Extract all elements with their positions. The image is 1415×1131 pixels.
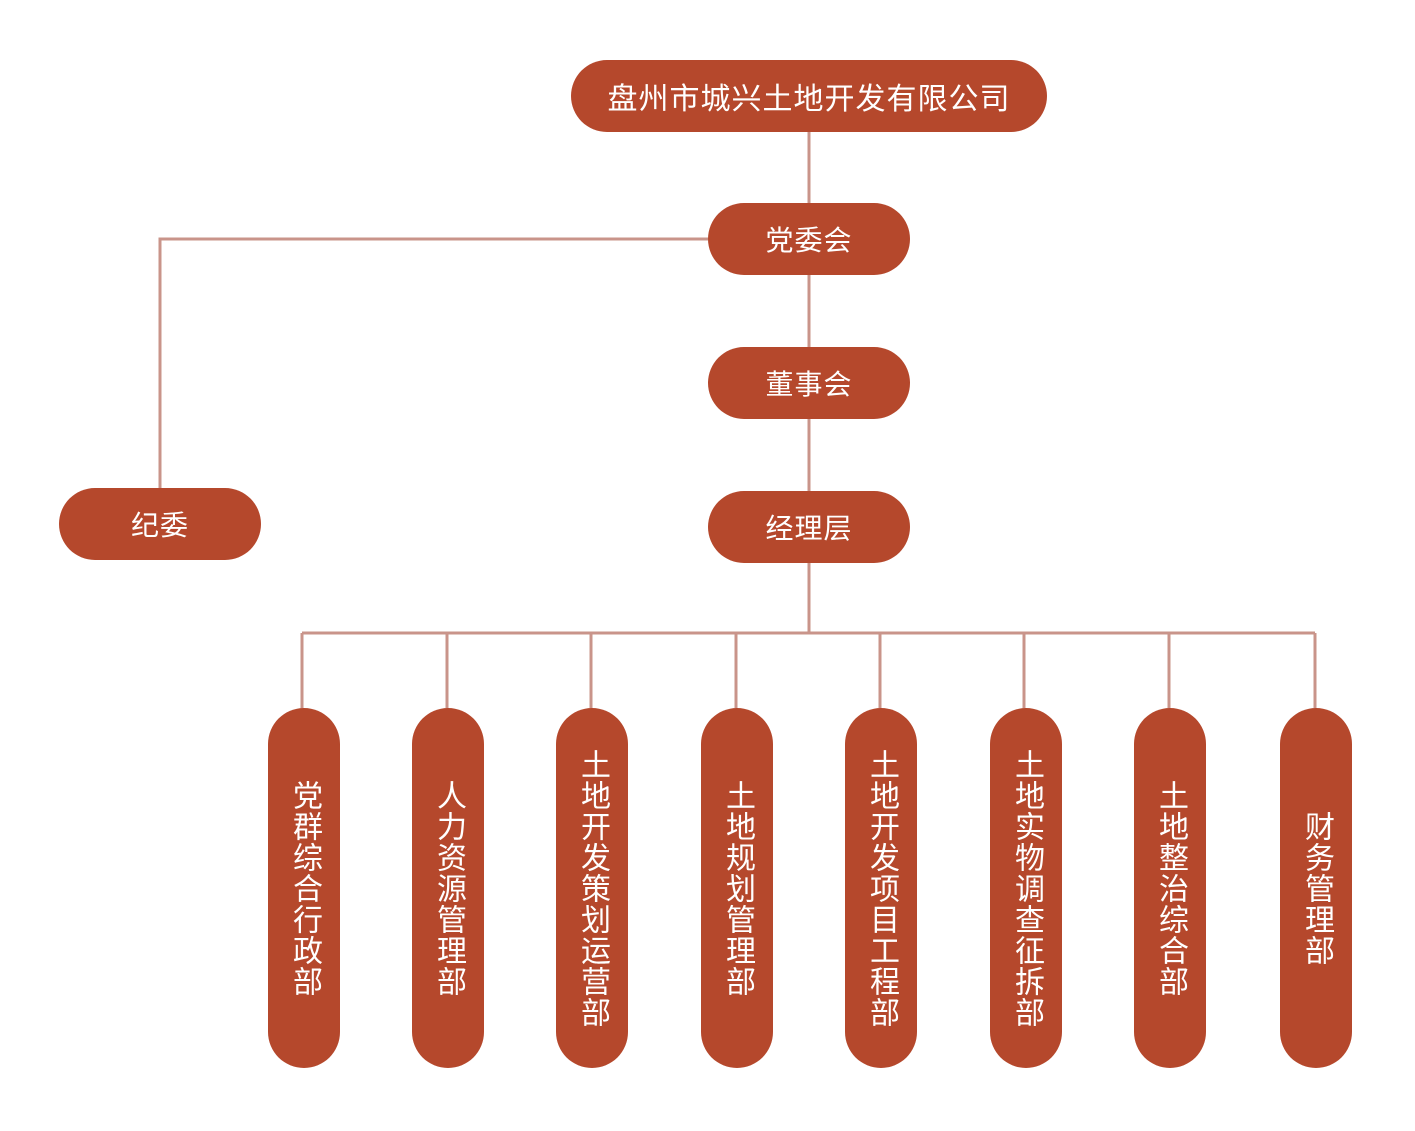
company-node: 盘州市城兴土地开发有限公司 <box>571 60 1047 132</box>
department-node-land-survey-relocation: 土地实物调查征拆部 <box>990 708 1062 1068</box>
management-label: 经理层 <box>765 512 853 545</box>
department-node-land-dev-planning-ops: 土地开发策划运营部 <box>556 708 628 1068</box>
department-label: 土地开发策划运营部 <box>575 748 610 1028</box>
department-node-party-admin: 党群综合行政部 <box>268 708 340 1068</box>
department-node-finance: 财务管理部 <box>1280 708 1352 1068</box>
department-node-land-remediation: 土地整治综合部 <box>1134 708 1206 1068</box>
management-node: 经理层 <box>708 491 910 563</box>
department-node-land-project-engineering: 土地开发项目工程部 <box>845 708 917 1068</box>
department-label: 人力资源管理部 <box>431 779 466 997</box>
party-committee-node: 党委会 <box>708 203 910 275</box>
party-committee-label: 党委会 <box>765 224 853 257</box>
department-label: 财务管理部 <box>1299 810 1334 966</box>
board-label: 董事会 <box>765 368 853 401</box>
board-node: 董事会 <box>708 347 910 419</box>
discipline-committee-label: 纪委 <box>130 509 189 542</box>
department-node-land-planning: 土地规划管理部 <box>701 708 773 1068</box>
department-label: 党群综合行政部 <box>287 779 322 997</box>
company-label: 盘州市城兴土地开发有限公司 <box>607 82 1011 117</box>
department-label: 土地规划管理部 <box>720 779 755 997</box>
connector-party-discipline <box>158 237 708 488</box>
department-label: 土地实物调查征拆部 <box>1009 748 1044 1028</box>
department-label: 土地开发项目工程部 <box>864 748 899 1028</box>
department-label: 土地整治综合部 <box>1153 779 1188 997</box>
department-node-hr: 人力资源管理部 <box>412 708 484 1068</box>
discipline-committee-node: 纪委 <box>59 488 261 560</box>
